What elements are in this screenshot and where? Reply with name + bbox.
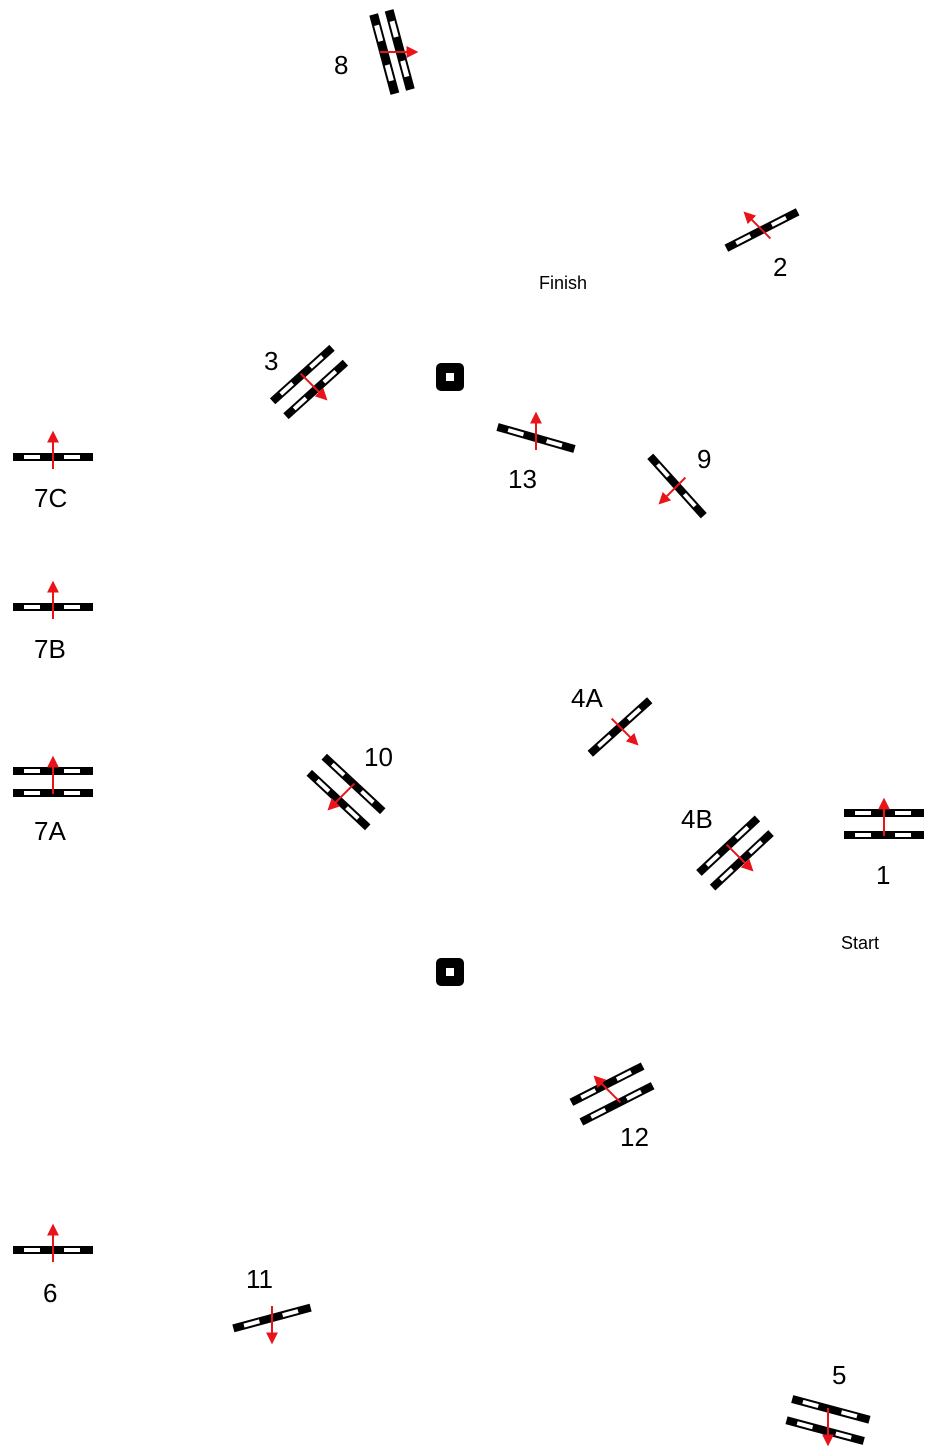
obstacle-7a[interactable] — [13, 755, 93, 797]
pole — [569, 1062, 645, 1106]
direction-arrow-icon — [743, 211, 772, 240]
finish-label: Finish — [539, 273, 587, 293]
pole — [384, 9, 415, 91]
start-label: Start — [841, 933, 879, 953]
obstacle-11[interactable] — [232, 1303, 312, 1345]
obstacle-7c[interactable] — [13, 430, 93, 469]
obstacle-13[interactable] — [496, 411, 576, 453]
obstacle-1[interactable] — [844, 797, 924, 839]
obstacle-2[interactable] — [724, 208, 800, 252]
obstacle-label-7c: 7C — [34, 483, 67, 513]
obstacle-8[interactable] — [369, 9, 419, 95]
obstacle-label-12: 12 — [620, 1122, 649, 1152]
obstacle-4a[interactable] — [587, 697, 653, 757]
direction-arrow-icon — [299, 372, 328, 401]
obstacle-label-7b: 7B — [34, 634, 66, 664]
obstacle-7b[interactable] — [13, 580, 93, 619]
obstacle-label-1: 1 — [876, 860, 890, 890]
direction-arrow-icon — [658, 476, 687, 505]
direction-arrow-icon — [610, 717, 639, 746]
obstacle-label-10: 10 — [364, 742, 393, 772]
obstacle-label-7a: 7A — [34, 816, 66, 846]
pole — [579, 1082, 655, 1126]
obstacle-4b[interactable] — [696, 815, 774, 891]
obstacle-label-2: 2 — [773, 252, 787, 282]
pole — [785, 1416, 865, 1445]
obstacle-label-4a: 4A — [571, 683, 603, 713]
direction-arrow-icon — [725, 843, 754, 872]
obstacle-label-9: 9 — [697, 444, 711, 474]
obstacle-label-13: 13 — [508, 464, 537, 494]
obstacle-label-8: 8 — [334, 50, 348, 80]
obstacle-5[interactable] — [785, 1395, 871, 1447]
direction-arrow-icon — [593, 1075, 622, 1104]
obstacle-label-3: 3 — [264, 346, 278, 376]
square-post-icon — [436, 363, 464, 391]
obstacle-6[interactable] — [13, 1223, 93, 1262]
direction-arrow-icon — [327, 782, 356, 811]
obstacle-9[interactable] — [647, 453, 707, 519]
obstacle-label-11: 11 — [246, 1264, 273, 1294]
obstacle-label-5: 5 — [832, 1360, 846, 1390]
square-post-icon — [436, 958, 464, 986]
pole — [369, 13, 400, 95]
obstacle-10[interactable] — [306, 753, 386, 831]
obstacle-3[interactable] — [269, 344, 349, 420]
obstacle-label-4b: 4B — [681, 804, 713, 834]
obstacle-label-6: 6 — [43, 1278, 57, 1308]
pole — [791, 1395, 871, 1424]
obstacle-12[interactable] — [569, 1062, 655, 1126]
